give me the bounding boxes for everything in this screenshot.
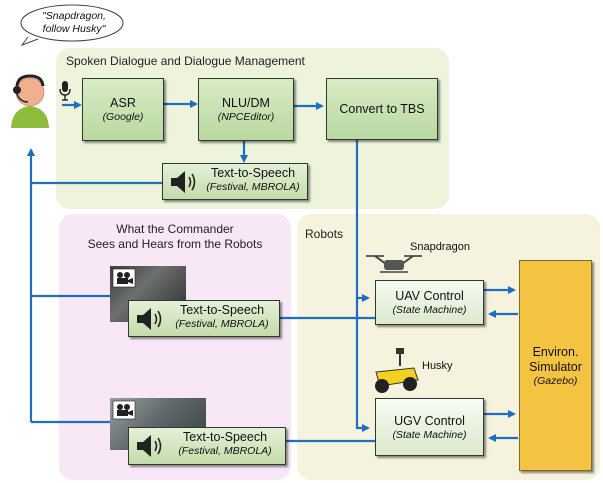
- tts-main-sub: (Festival, MBROLA): [206, 181, 300, 193]
- speech-line2: follow Husky": [42, 23, 106, 35]
- tts-main-box: Text-to-Speech (Festival, MBROLA): [162, 163, 308, 200]
- nlu-label: NLU/DM: [222, 96, 270, 110]
- speech-bubble-text: "Snapdragon, follow Husky": [22, 10, 126, 36]
- ugv-sub: (State Machine): [392, 428, 467, 441]
- tts-ugv-box: Text-to-Speech (Festival, MBROLA): [128, 427, 286, 465]
- ugv-label: UGV Control: [394, 413, 465, 428]
- dialogue-region-title: Spoken Dialogue and Dialogue Management: [66, 54, 305, 68]
- snapdragon-label: Snapdragon: [410, 241, 470, 253]
- tts-uav-sub: (Festival, MBROLA): [175, 318, 269, 330]
- sim-label2: Simulator: [529, 359, 582, 374]
- speaker-icon: [137, 308, 162, 330]
- asr-label: ASR: [110, 96, 136, 110]
- video-camera-icon: [112, 400, 136, 420]
- tts-uav-box: Text-to-Speech (Festival, MBROLA): [128, 300, 280, 337]
- tts-uav-label: Text-to-Speech: [179, 303, 265, 317]
- tts-ugv-label: Text-to-Speech: [182, 430, 268, 444]
- commander-region-title: What the Commander Sees and Hears from t…: [59, 222, 291, 252]
- tts-main-label: Text-to-Speech: [210, 166, 296, 180]
- tbs-label: Convert to TBS: [339, 101, 425, 116]
- speech-line1: "Snapdragon,: [42, 10, 106, 22]
- ugv-control-box: UGV Control (State Machine): [375, 398, 484, 456]
- video-camera-icon: [112, 268, 136, 288]
- tts-ugv-sub: (Festival, MBROLA): [178, 445, 272, 457]
- uav-label: UAV Control: [395, 289, 464, 303]
- convert-tbs-box: Convert to TBS: [326, 78, 438, 140]
- husky-robot-icon: [375, 348, 419, 393]
- uav-sub: (State Machine): [392, 304, 467, 316]
- speech-bubble: [20, 4, 124, 47]
- sim-sub: (Gazebo): [533, 374, 578, 387]
- husky-label: Husky: [422, 360, 453, 372]
- nlu-dm-box: NLU/DM (NPCEditor): [198, 78, 294, 141]
- nlu-sub: (NPCEditor): [217, 111, 275, 123]
- commander-title-line1: What the Commander: [116, 222, 234, 236]
- uav-control-box: UAV Control (State Machine): [375, 280, 484, 325]
- speaker-icon: [171, 171, 196, 193]
- drone-icon: [366, 255, 422, 273]
- speaker-icon: [137, 435, 162, 457]
- commander-person-icon: [11, 74, 49, 128]
- microphone-icon: [59, 81, 71, 101]
- robots-region-title: Robots: [305, 227, 344, 241]
- environment-simulator-box: Environ. Simulator (Gazebo): [519, 260, 592, 471]
- commander-title-line2: Sees and Hears from the Robots: [87, 237, 263, 251]
- sim-label1: Environ.: [532, 344, 579, 359]
- asr-sub: (Google): [102, 111, 144, 123]
- asr-box: ASR (Google): [82, 78, 164, 141]
